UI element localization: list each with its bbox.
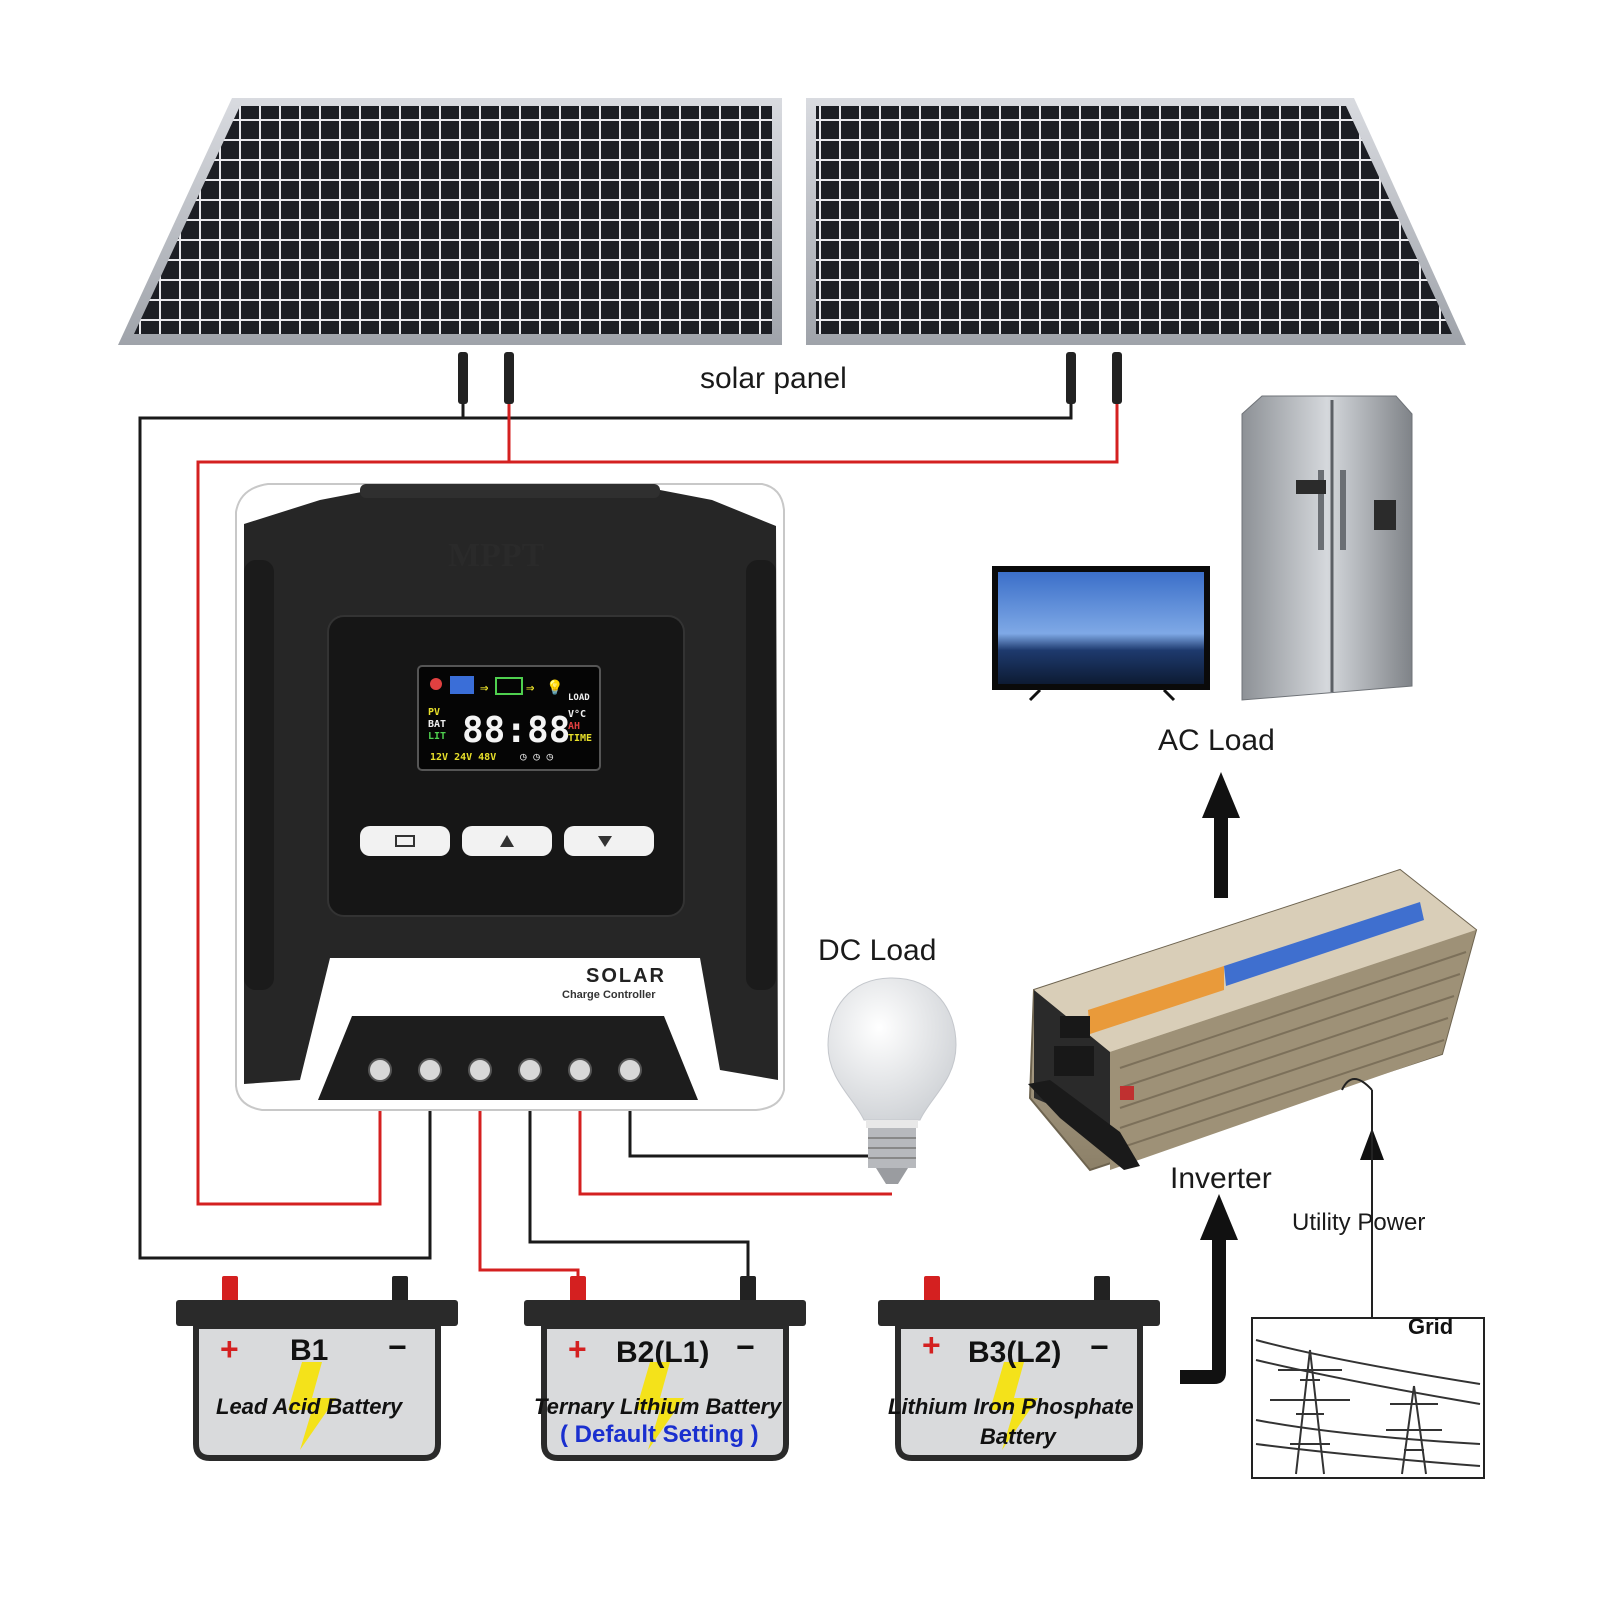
lcd-load-label: LOAD <box>568 693 590 703</box>
grid-label: Grid <box>1408 1314 1453 1339</box>
controller-product-sub: Charge Controller <box>562 989 656 1001</box>
refrigerator-icon <box>1241 395 1413 701</box>
utility-power-label: Utility Power <box>1292 1209 1425 1236</box>
lcd-digits: 88:88 <box>462 710 570 751</box>
battery-b3-type-line1: Lithium Iron Phosphate <box>888 1394 1134 1419</box>
battery-b1-type: Lead Acid Battery <box>216 1394 404 1419</box>
negative-wires <box>138 404 1073 1290</box>
lcd-label-ah: AH <box>568 721 580 732</box>
inverter-input-arrow-icon <box>1180 1194 1238 1384</box>
grid-icon: Grid <box>1251 1314 1485 1479</box>
controller-product: SOLAR <box>586 965 666 987</box>
dc-load-label: DC Load <box>818 934 936 967</box>
arrow-up-icon <box>1202 772 1240 898</box>
battery-b2-minus: − <box>736 1329 755 1365</box>
battery-b3-minus: − <box>1090 1329 1109 1365</box>
battery-b2-type: Ternary Lithium Battery <box>534 1394 783 1419</box>
battery-b1-plus: + <box>220 1331 239 1367</box>
clock-icons: ◷ ◷ ◷ <box>520 750 553 763</box>
solar-panel-label: solar panel <box>700 362 847 395</box>
svg-text:💡: 💡 <box>546 679 563 696</box>
battery-b3: + − B3(L2) Lithium Iron Phosphate Batter… <box>878 1276 1160 1461</box>
tv-icon <box>992 566 1210 702</box>
inverter-label: Inverter <box>1170 1162 1272 1195</box>
lightning-bolt-icon <box>288 1362 336 1450</box>
triangle-up-icon <box>500 835 514 847</box>
utility-power-line <box>1341 1078 1373 1318</box>
terminal-screws <box>368 1058 642 1082</box>
lcd-label-time: TIME <box>568 733 592 744</box>
solar-panel-right <box>806 98 1466 345</box>
solar-panel-left <box>118 98 782 345</box>
battery-b3-plus: + <box>922 1327 941 1363</box>
inverter-icon <box>1028 868 1478 1172</box>
triangle-down-icon <box>598 836 612 847</box>
lcd-label-lit: LIT <box>428 731 446 742</box>
mppt-controller: MPPT ⇒ ⇒ 💡 LOAD PV BAT LIT 88:88 V°C AH … <box>235 483 785 1111</box>
svg-text:⇒: ⇒ <box>526 680 534 696</box>
battery-b2: + − B2(L1) Ternary Lithium Battery ( Def… <box>524 1276 806 1461</box>
ac-load-label: AC Load <box>1158 724 1275 757</box>
positive-wires <box>196 404 1119 1290</box>
panel-connectors <box>458 352 1122 404</box>
battery-b1-id: B1 <box>290 1334 328 1367</box>
svg-text:⇒: ⇒ <box>480 680 488 696</box>
battery-b2-plus: + <box>568 1331 587 1367</box>
battery-b3-id: B3(L2) <box>968 1336 1061 1369</box>
battery-b1-minus: − <box>388 1329 407 1365</box>
lcd-voltages: 12V 24V 48V <box>430 752 496 763</box>
controller-button-up[interactable] <box>462 826 552 856</box>
controller-button-menu[interactable] <box>360 826 450 856</box>
lightning-bolt-icon <box>990 1362 1038 1450</box>
lcd-display: ⇒ ⇒ 💡 LOAD PV BAT LIT 88:88 V°C AH TIME … <box>417 665 601 771</box>
controller-brand: MPPT <box>448 537 545 574</box>
lcd-label-vc: V°C <box>568 709 586 720</box>
lcd-label-pv: PV <box>428 707 440 718</box>
lightning-bolt-icon <box>636 1362 684 1450</box>
controller-button-down[interactable] <box>564 826 654 856</box>
battery-icon <box>395 835 415 847</box>
light-bulb-icon <box>827 977 957 1184</box>
battery-b3-type-line2: Battery <box>980 1424 1058 1449</box>
battery-b2-id: B2(L1) <box>616 1336 709 1369</box>
lcd-label-bat: BAT <box>428 719 446 730</box>
battery-b2-note: ( Default Setting ) <box>560 1421 759 1448</box>
battery-b1: + − B1 Lead Acid Battery <box>176 1276 458 1461</box>
